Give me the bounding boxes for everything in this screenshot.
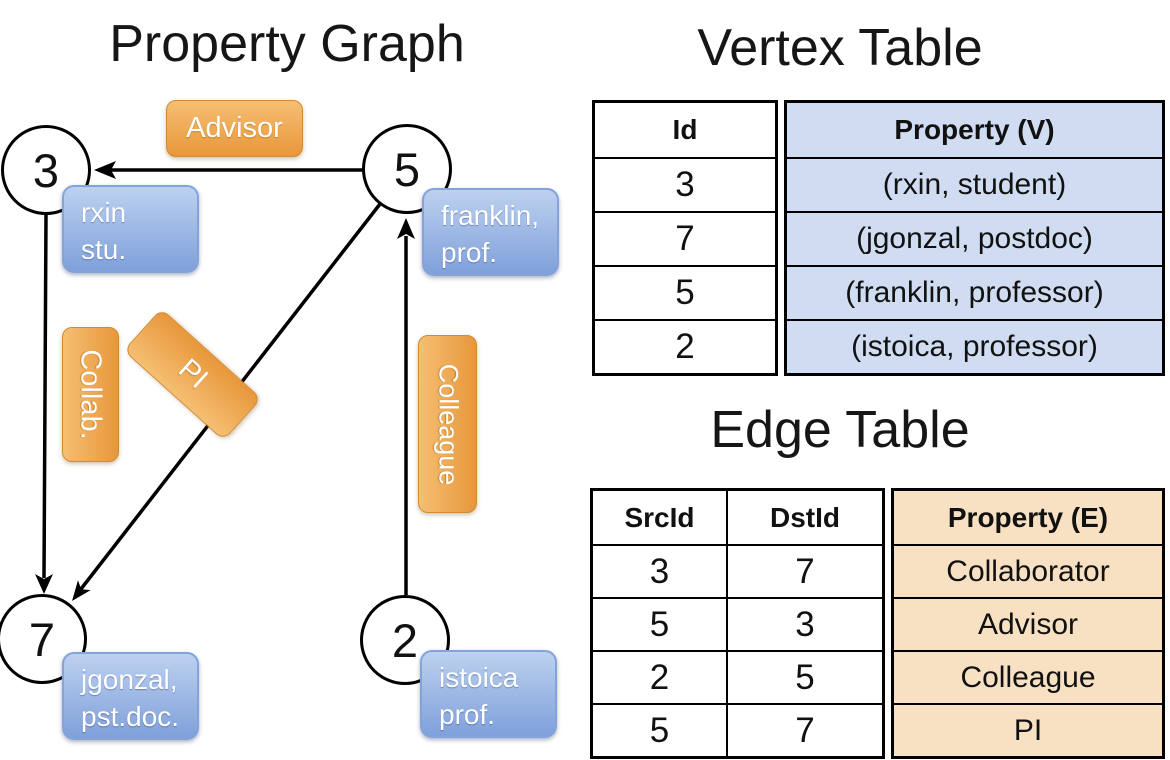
arrow-2-5-colleague (397, 218, 415, 595)
vertex-table-title: Vertex Table (697, 19, 983, 77)
vertex-table-id-column: Id 3 7 5 2 (592, 100, 778, 376)
edge-table-ids-columns: SrcId 3 5 2 5 DstId 7 3 5 7 (590, 488, 885, 759)
edge-label-advisor: Advisor (166, 100, 303, 157)
edge-label-colleague: Colleague (418, 335, 477, 513)
vertex-table-header-property: Property (V) (894, 114, 1055, 145)
table-cell: 5 (593, 703, 726, 756)
table-cell: (franklin, professor) (787, 265, 1162, 319)
table-cell: 3 (728, 597, 882, 650)
table-cell: 3 (595, 157, 775, 211)
node-id: 2 (391, 613, 419, 667)
table-cell: 5 (728, 650, 882, 703)
node-property-box-5: franklin, prof. (422, 188, 559, 276)
edge-table-title: Edge Table (710, 401, 970, 459)
table-cell: 5 (595, 265, 775, 319)
table-cell: Colleague (894, 650, 1162, 703)
node-id: 3 (32, 143, 60, 197)
arrow-5-3-advisor (94, 161, 363, 179)
table-cell: Advisor (894, 597, 1162, 650)
edge-table-property-column: Property (E) Collaborator Advisor Collea… (891, 488, 1165, 759)
table-cell: (istoica, professor) (787, 319, 1162, 373)
vertex-table-header-id: Id (672, 114, 698, 145)
edge-table-header-srcid: SrcId (624, 501, 695, 533)
table-cell: (rxin, student) (787, 157, 1162, 211)
node-property-box-2: istoica prof. (420, 650, 557, 738)
table-cell: Collaborator (894, 544, 1162, 597)
table-cell: PI (894, 703, 1162, 756)
node-id: 5 (393, 142, 421, 196)
table-cell: 3 (593, 544, 726, 597)
table-cell: 7 (595, 211, 775, 265)
node-property-box-3: rxin stu. (62, 185, 199, 273)
node-id: 7 (28, 612, 56, 666)
edge-label-collab: Collab. (62, 327, 119, 462)
table-cell: 7 (728, 703, 882, 756)
edge-table-header-dstid: DstId (770, 501, 840, 533)
node-property-box-7: jgonzal, pst.doc. (62, 652, 199, 740)
edge-table-dstid-column: DstId 7 3 5 7 (726, 491, 882, 756)
property-graph-title: Property Graph (109, 15, 465, 73)
table-cell: 7 (728, 544, 882, 597)
table-cell: 2 (595, 319, 775, 373)
edge-table-header-property: Property (E) (947, 501, 1109, 533)
vertex-table-property-column: Property (V) (rxin, student) (jgonzal, p… (784, 100, 1165, 376)
graph-edges (35, 161, 415, 601)
table-cell: 2 (593, 650, 726, 703)
table-cell: 5 (593, 597, 726, 650)
arrow-3-7-collaborator (35, 214, 53, 594)
table-cell: (jgonzal, postdoc) (787, 211, 1162, 265)
edge-table-srcid-column: SrcId 3 5 2 5 (593, 491, 726, 756)
